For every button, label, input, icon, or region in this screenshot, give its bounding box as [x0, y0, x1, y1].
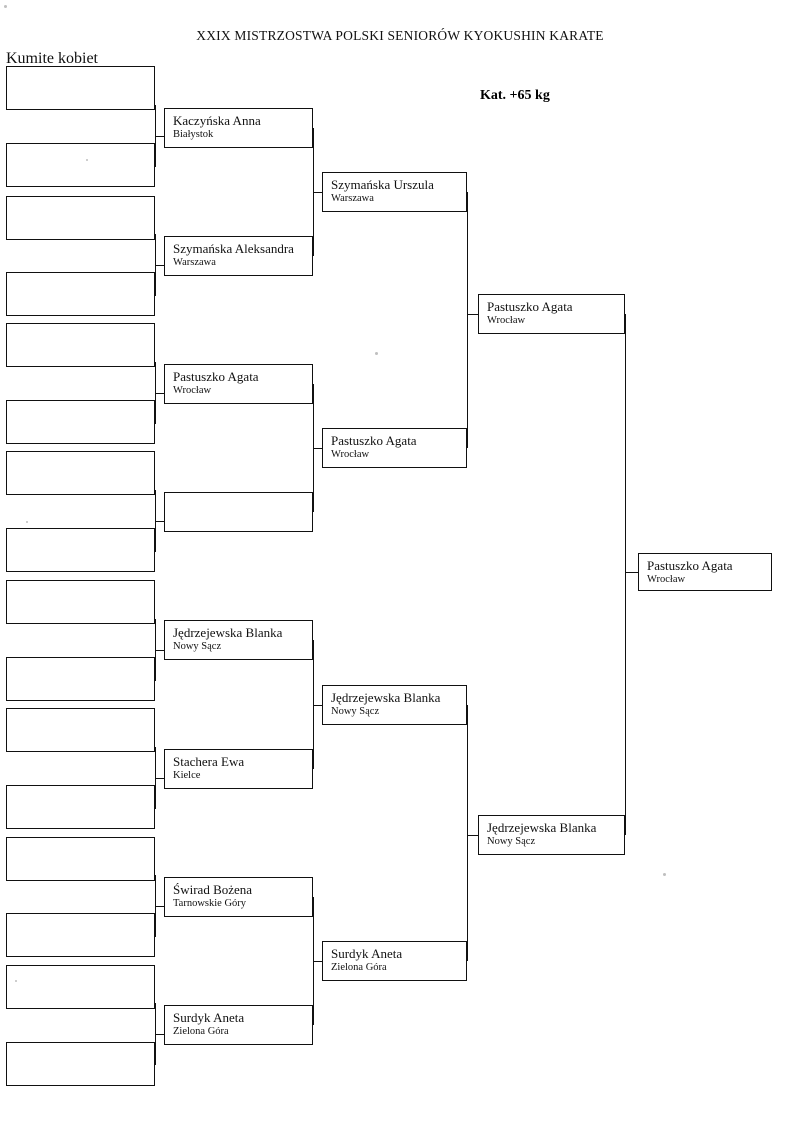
connector: [313, 192, 323, 194]
scan-artifact: [86, 159, 88, 161]
scan-artifact: [375, 352, 378, 355]
r1-slot-16[interactable]: [6, 1042, 155, 1086]
r1-slot-12[interactable]: [6, 785, 155, 829]
r2-match-2[interactable]: Szymańska Aleksandra Warszawa: [164, 236, 313, 276]
r3-match-3[interactable]: Jędrzejewska Blanka Nowy Sącz: [322, 685, 467, 725]
weight-category-label: Kat. +65 kg: [480, 88, 550, 103]
r1-slot-2[interactable]: [6, 143, 155, 187]
r2-match-6[interactable]: Stachera Ewa Kielce: [164, 749, 313, 789]
connector: [155, 1034, 165, 1036]
competitor-club: Nowy Sącz: [487, 836, 536, 847]
connector: [155, 778, 165, 780]
r2-match-4[interactable]: [164, 492, 313, 532]
scan-artifact: [663, 873, 666, 876]
competitor-club: Tarnowskie Góry: [173, 898, 247, 909]
r2-match-8[interactable]: Surdyk Aneta Zielona Góra: [164, 1005, 313, 1045]
competitor-club: Wrocław: [331, 449, 370, 460]
competitor-club: Zielona Góra: [173, 1026, 229, 1037]
semifinal-match-1[interactable]: Pastuszko Agata Wrocław: [478, 294, 625, 334]
connector: [467, 705, 469, 961]
connector: [155, 136, 165, 138]
connector: [625, 572, 639, 574]
connector: [155, 906, 165, 908]
r1-slot-3[interactable]: [6, 196, 155, 240]
competitor-name: Szymańska Urszula: [331, 177, 434, 192]
competitor-club: Warszawa: [173, 257, 216, 268]
r1-slot-4[interactable]: [6, 272, 155, 316]
r1-slot-5[interactable]: [6, 323, 155, 367]
connector: [313, 705, 323, 707]
competitor-name: Pastuszko Agata: [331, 433, 417, 448]
r1-slot-10[interactable]: [6, 657, 155, 701]
competitor-club: Nowy Sącz: [331, 706, 380, 717]
competitor-name: Szymańska Aleksandra: [173, 241, 294, 256]
competitor-club: Wrocław: [647, 574, 686, 585]
r1-slot-9[interactable]: [6, 580, 155, 624]
scan-artifact: [15, 980, 17, 982]
connector: [625, 314, 627, 835]
competitor-club: Zielona Góra: [331, 962, 387, 973]
division-label: Kumite kobiet: [6, 50, 98, 67]
competitor-name: Surdyk Aneta: [173, 1010, 245, 1025]
scan-artifact: [4, 5, 7, 8]
connector: [467, 192, 469, 448]
competitor-club: Wrocław: [487, 315, 526, 326]
r1-slot-1[interactable]: [6, 66, 155, 110]
r3-match-1[interactable]: Szymańska Urszula Warszawa: [322, 172, 467, 212]
r1-slot-14[interactable]: [6, 913, 155, 957]
competitor-club: Nowy Sącz: [173, 641, 222, 652]
r1-slot-11[interactable]: [6, 708, 155, 752]
connector: [155, 393, 165, 395]
competitor-club: Wrocław: [173, 385, 212, 396]
final-winner-box[interactable]: Pastuszko Agata Wrocław: [638, 553, 772, 591]
competitor-name: Surdyk Aneta: [331, 946, 403, 961]
competitor-name: Kaczyńska Anna: [173, 113, 261, 128]
competitor-name: Jędrzejewska Blanka: [173, 625, 283, 640]
r2-match-7[interactable]: Świrad Bożena Tarnowskie Góry: [164, 877, 313, 917]
competitor-name: Świrad Bożena: [173, 882, 253, 897]
competitor-name: Pastuszko Agata: [487, 299, 573, 314]
competitor-name: Pastuszko Agata: [173, 369, 259, 384]
competitor-name: Stachera Ewa: [173, 754, 245, 769]
connector: [313, 640, 315, 769]
r2-match-5[interactable]: Jędrzejewska Blanka Nowy Sącz: [164, 620, 313, 660]
r1-slot-15[interactable]: [6, 965, 155, 1009]
r2-match-1[interactable]: Kaczyńska Anna Białystok: [164, 108, 313, 148]
page-title: XXIX MISTRZOSTWA POLSKI SENIORÓW KYOKUSH…: [196, 28, 604, 43]
r1-slot-8[interactable]: [6, 528, 155, 572]
connector: [313, 448, 323, 450]
connector: [155, 650, 165, 652]
connector: [313, 961, 323, 963]
competitor-name: Pastuszko Agata: [647, 558, 733, 573]
competitor-name: Jędrzejewska Blanka: [331, 690, 441, 705]
competitor-club: Białystok: [173, 129, 214, 140]
r1-slot-6[interactable]: [6, 400, 155, 444]
r1-slot-13[interactable]: [6, 837, 155, 881]
scan-artifact: [26, 521, 28, 523]
connector: [467, 314, 479, 316]
competitor-club: Warszawa: [331, 193, 374, 204]
connector: [467, 835, 479, 837]
r1-slot-7[interactable]: [6, 451, 155, 495]
connector: [155, 521, 165, 523]
r3-match-2[interactable]: Pastuszko Agata Wrocław: [322, 428, 467, 468]
r2-match-3[interactable]: Pastuszko Agata Wrocław: [164, 364, 313, 404]
competitor-club: Kielce: [173, 770, 201, 781]
connector: [155, 265, 165, 267]
competitor-name: Jędrzejewska Blanka: [487, 820, 597, 835]
semifinal-match-2[interactable]: Jędrzejewska Blanka Nowy Sącz: [478, 815, 625, 855]
r3-match-4[interactable]: Surdyk Aneta Zielona Góra: [322, 941, 467, 981]
